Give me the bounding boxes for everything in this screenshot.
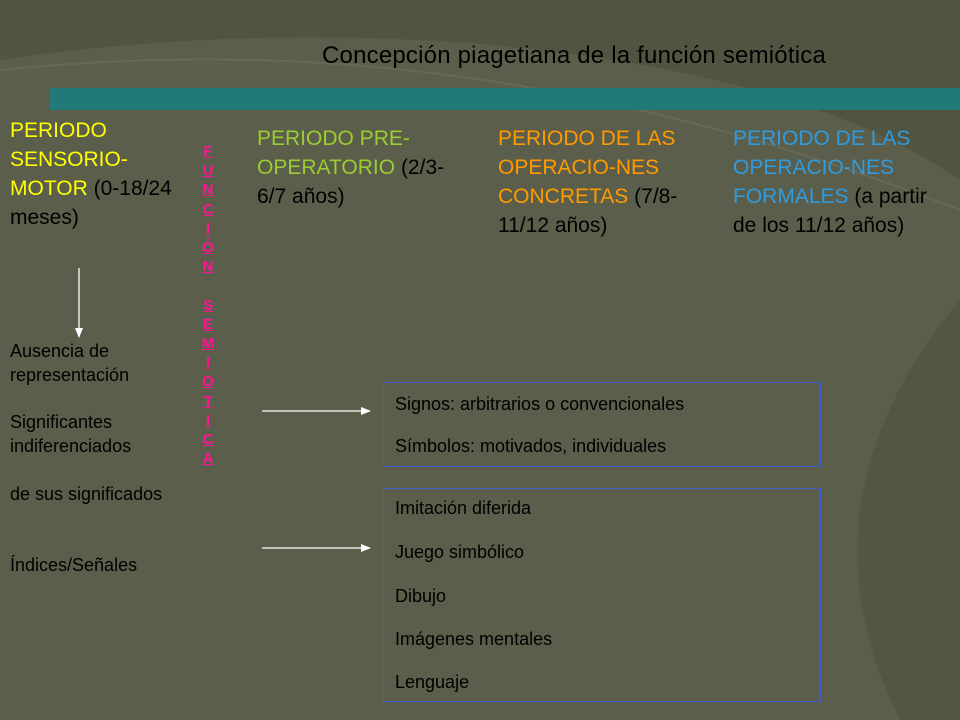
letter: A (202, 450, 214, 468)
letter: Ó (202, 239, 214, 257)
letter: T (203, 392, 213, 410)
letter: O (202, 373, 214, 391)
letter: N (202, 258, 214, 276)
period-name: PERIODO PRE-OPERATORIO (257, 127, 410, 179)
period-sensorimotor: PERIODO SENSORIO-MOTOR (0-18/24 meses) (10, 116, 185, 232)
letter: F (203, 143, 213, 160)
period-range: (2/3-6/7 años) (257, 156, 445, 208)
signs-symbols-box: Signos: arbitrarios o convencionales Sím… (383, 382, 821, 467)
box-item: Imágenes mentales (395, 629, 553, 649)
sensorimotor-item: Significantes indiferenciados (10, 412, 132, 456)
letter: I (205, 354, 211, 372)
letter: U (202, 162, 214, 180)
sensorimotor-item: de sus significados (10, 484, 163, 504)
period-preoperational: PERIODO PRE-OPERATORIO (2/3-6/7 años) (257, 124, 457, 211)
box-item: Juego simbólico (395, 542, 525, 562)
period-concrete-operations: PERIODO DE LAS OPERACIO-NES CONCRETAS (7… (498, 124, 688, 240)
box-item: Imitación diferida (395, 498, 532, 518)
semiotic-forms-box: Imitación diferida Juego simbólico Dibuj… (383, 488, 821, 702)
letter: E (202, 315, 213, 333)
slide-title: Concepción piagetiana de la función semi… (322, 42, 826, 69)
box-item: Lenguaje (395, 672, 470, 692)
letter: C (202, 431, 214, 449)
sensorimotor-item: Ausencia de representación (10, 341, 130, 385)
letter: S (202, 296, 213, 314)
period-range: (7/8-11/12 años) (498, 185, 678, 237)
accent-bar (50, 88, 960, 110)
letter: C (202, 200, 214, 218)
period-range: (a partir de los 11/12 años) (733, 185, 927, 237)
vertical-label-funcion-semiotica: F U N C I Ó N S E M I O T I C A (198, 142, 218, 468)
letter: I (205, 411, 211, 429)
box-item: Signos: arbitrarios o convencionales (395, 394, 685, 414)
sensorimotor-item: Índices/Señales (10, 555, 138, 575)
period-name: PERIODO SENSORIO-MOTOR (10, 119, 128, 200)
letter: N (202, 181, 214, 199)
box-item: Símbolos: motivados, individuales (395, 436, 667, 456)
letter: I (205, 219, 211, 237)
period-name: PERIODO DE LAS OPERACIO-NES FORMALES (733, 127, 911, 208)
period-name: PERIODO DE LAS OPERACIO-NES CONCRETAS (498, 127, 676, 208)
period-range: (0-18/24 meses) (10, 177, 172, 229)
box-item: Dibujo (395, 586, 447, 606)
letter: M (201, 335, 215, 353)
period-formal-operations: PERIODO DE LAS OPERACIO-NES FORMALES (a … (733, 124, 953, 240)
